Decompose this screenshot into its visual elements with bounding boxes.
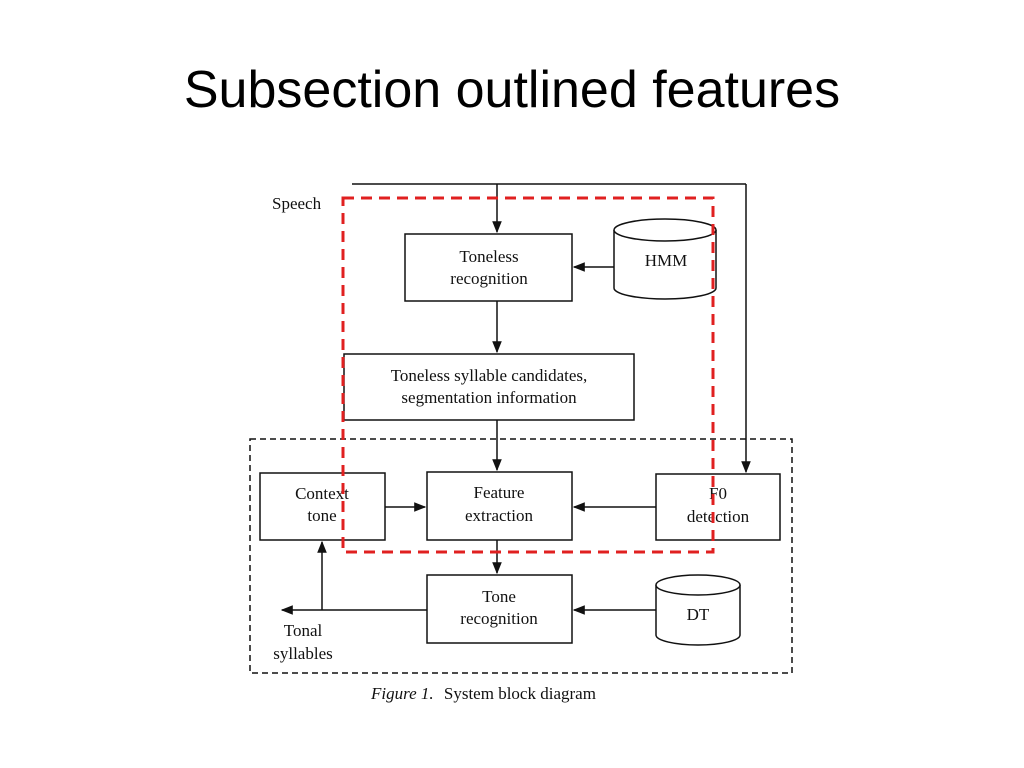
context-tone-line2: tone	[307, 506, 336, 525]
candidates-line2: segmentation information	[401, 388, 577, 407]
figure-caption: Figure 1. System block diagram	[370, 684, 596, 703]
feature-extraction-line1: Feature	[474, 483, 525, 502]
tone-recognition-line1: Tone	[482, 587, 516, 606]
f0-detection-line2: detection	[687, 507, 750, 526]
f0-detection-box	[655, 473, 781, 541]
tonal-syllables-line2: syllables	[273, 644, 333, 663]
hmm-database-icon	[613, 218, 717, 300]
context-tone-box	[259, 472, 386, 541]
tone-recognition-line2: recognition	[460, 609, 538, 628]
toneless-recognition-line1: Toneless	[459, 247, 518, 266]
dt-database-icon	[655, 574, 741, 646]
feature-extraction-box	[426, 471, 573, 541]
hmm-label: HMM	[645, 251, 688, 270]
tone-recognition-box	[426, 574, 573, 644]
toneless-recognition-line2: recognition	[450, 269, 528, 288]
caption-prefix: Figure 1.	[370, 684, 434, 703]
candidates-box	[343, 353, 635, 421]
caption-text: System block diagram	[444, 684, 596, 703]
tonal-syllables-line1: Tonal	[284, 621, 323, 640]
candidates-line1: Toneless syllable candidates,	[391, 366, 588, 385]
feature-extraction-line2: extraction	[465, 506, 533, 525]
tone-module-outline	[249, 438, 793, 674]
highlight-outline	[341, 196, 715, 554]
speech-label: Speech	[272, 194, 322, 213]
toneless-recognition-box	[404, 233, 573, 302]
slide-title: Subsection outlined features	[183, 61, 841, 119]
context-tone-line1: Context	[295, 484, 349, 503]
dt-label: DT	[687, 605, 710, 624]
